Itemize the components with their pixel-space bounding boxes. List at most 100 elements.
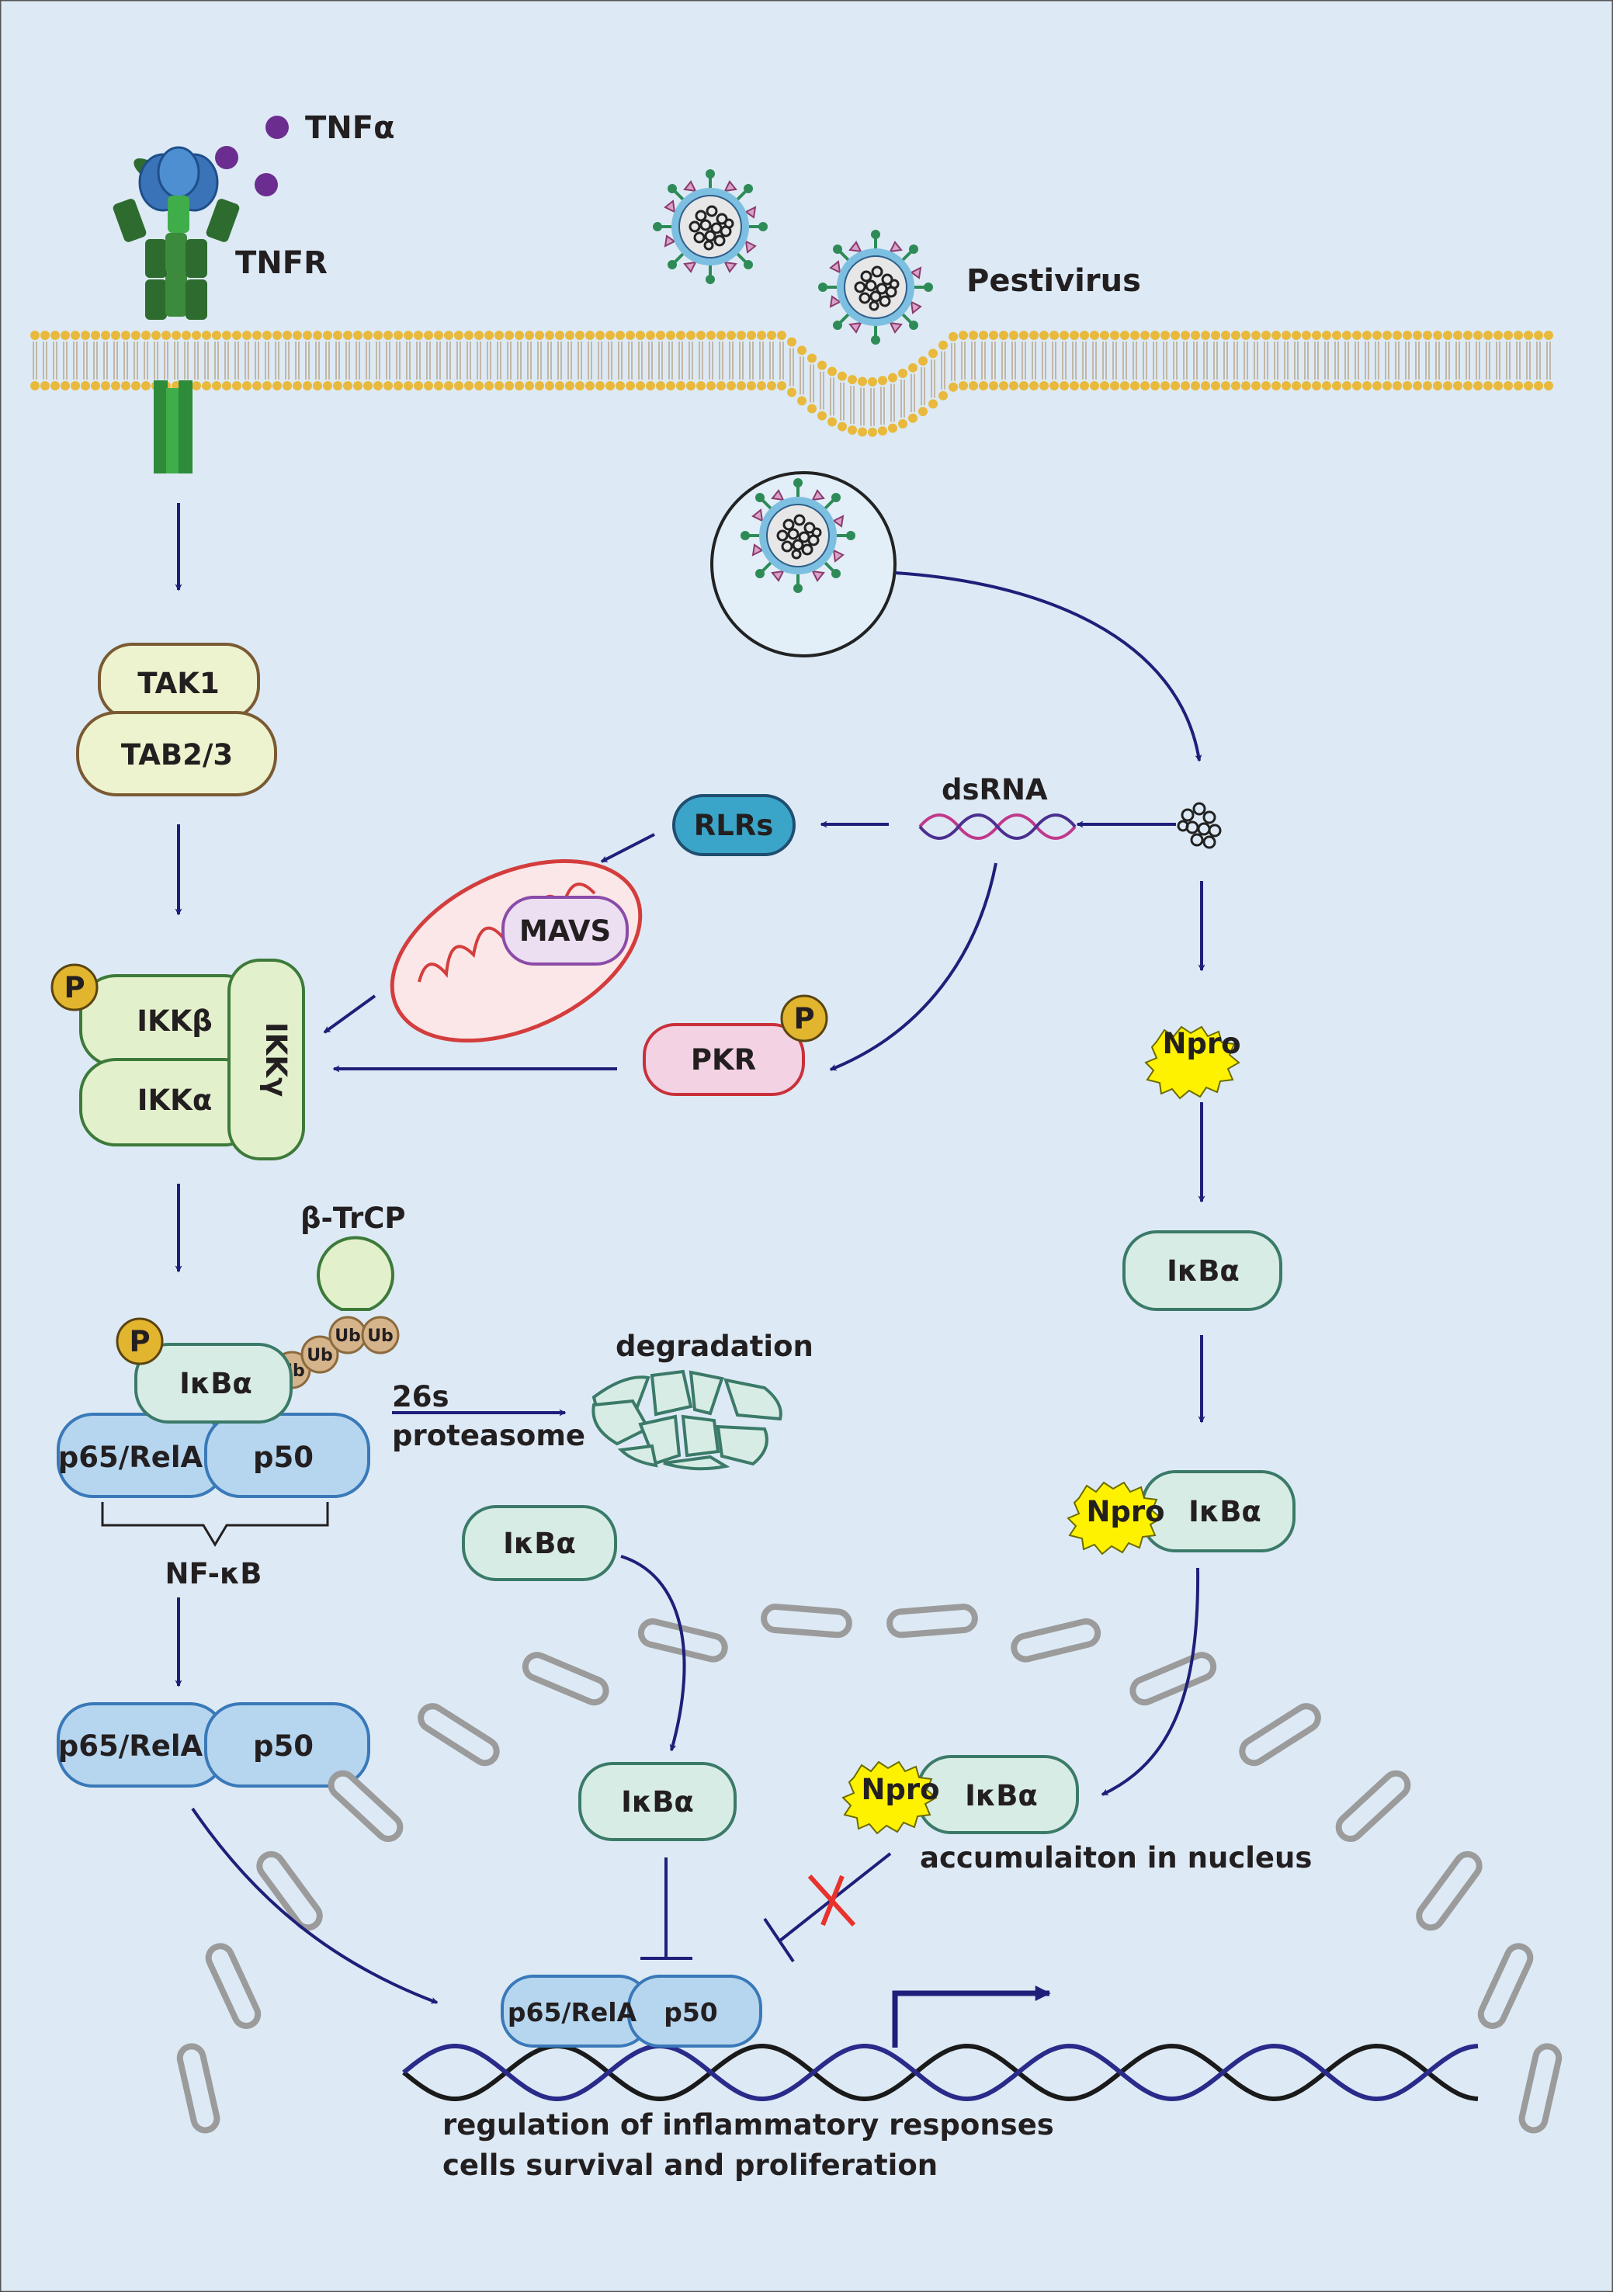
arrow-endosome-to-rna: [894, 571, 1202, 762]
lipid-head: [1271, 381, 1281, 390]
lipid-head: [61, 331, 70, 340]
lipid-head: [131, 331, 140, 340]
p50-label-3: p50: [664, 1997, 718, 2027]
lipid-head: [737, 331, 746, 340]
nfkb-label: NF-κB: [165, 1557, 262, 1590]
virion-icon: [651, 168, 769, 286]
lipid-head: [848, 375, 857, 385]
lipid-head: [1282, 331, 1291, 340]
lipid-head: [141, 381, 151, 390]
lipid-head: [706, 381, 716, 390]
lipid-head: [1090, 381, 1099, 390]
lipid-head: [40, 381, 50, 390]
proteasome-label-2: proteasome: [392, 1419, 585, 1452]
npro-icon-2: [1067, 1481, 1163, 1556]
lipid-head: [151, 331, 161, 340]
ikba-box-5: [578, 1762, 737, 1841]
lipid-head: [949, 331, 958, 342]
lipid-head: [1534, 381, 1543, 390]
lipid-head: [424, 381, 433, 390]
lipid-head: [333, 381, 342, 390]
lipid-head: [1433, 381, 1442, 390]
lipid-head: [363, 331, 373, 340]
lipid-head: [1039, 381, 1049, 390]
lipid-head: [807, 404, 817, 414]
lipid-head: [1514, 381, 1523, 390]
arrow-rlrs-to-mito: [600, 833, 655, 863]
lipid-head: [1211, 381, 1220, 390]
lipid-head: [827, 366, 837, 376]
lipid-head: [1372, 381, 1382, 390]
lipid-head: [605, 381, 615, 390]
lipid-head: [1544, 331, 1553, 340]
lipid-head: [1292, 331, 1301, 340]
lipid-head: [777, 381, 786, 390]
lipid-head: [807, 353, 817, 363]
lipid-head: [474, 381, 484, 390]
lipid-head: [1393, 381, 1402, 390]
nuclear-pore-segment: [176, 2043, 220, 2134]
lipid-head: [172, 331, 181, 340]
lipid-head: [303, 381, 312, 390]
lipid-head: [797, 345, 806, 355]
lipid-head: [1130, 331, 1140, 340]
pathway-arrows: [175, 503, 1205, 2004]
lipid-head: [1110, 381, 1119, 390]
lipid-head: [515, 381, 524, 390]
ubiquitin-chain-icon: [272, 1316, 400, 1389]
lipid-head: [1453, 381, 1462, 390]
lipid-head: [1060, 381, 1069, 390]
lipid-head: [545, 331, 554, 340]
lipid-head: [959, 381, 968, 390]
lipid-head: [575, 331, 584, 340]
lipid-head: [1060, 331, 1069, 340]
pkr-box: [643, 1023, 805, 1096]
ikba-label-3: IκBα: [1188, 1495, 1261, 1528]
lipid-head: [383, 331, 393, 340]
nuclear-pore-segment: [1518, 2043, 1563, 2134]
lipid-head: [646, 381, 655, 390]
lipid-head: [1090, 331, 1099, 340]
lipid-head: [474, 331, 484, 340]
lipid-head: [535, 381, 544, 390]
viral-rna-icon: [1177, 802, 1222, 849]
dsrna-label: dsRNA: [942, 773, 1048, 806]
ikba-phospho-icon: [116, 1317, 164, 1365]
lipid-head: [676, 381, 685, 390]
lipid-head: [676, 331, 685, 340]
lipid-head: [1312, 331, 1321, 340]
lipid-head: [1332, 331, 1341, 340]
lipid-head: [1453, 331, 1462, 340]
lipid-head: [999, 381, 1008, 390]
lipid-head: [444, 331, 453, 340]
lipid-head: [394, 381, 403, 390]
lipid-head: [434, 331, 443, 340]
lipid-head: [1140, 331, 1150, 340]
lipid-head: [404, 381, 413, 390]
lipid-head: [71, 381, 80, 390]
lipid-head: [454, 381, 463, 390]
ub-label-4: Ub: [367, 1327, 394, 1346]
lipid-head: [373, 381, 383, 390]
lipid-head: [1393, 331, 1402, 340]
lipid-head: [1201, 381, 1210, 390]
lipid-head: [979, 381, 988, 390]
lipid-head: [848, 425, 857, 435]
lipid-head: [989, 331, 998, 340]
lipid-head: [1544, 381, 1553, 390]
npro-label-3: Npro: [861, 1773, 939, 1806]
lipid-head: [232, 381, 241, 390]
lipid-head: [727, 381, 736, 390]
lipid-head: [1039, 331, 1049, 340]
lipid-head: [555, 381, 564, 390]
lipid-head: [696, 381, 706, 390]
rlrs-box: [672, 794, 796, 856]
lipid-head: [222, 381, 231, 390]
lipid-head: [1483, 381, 1493, 390]
lipid-head: [484, 331, 494, 340]
plasma-membrane: [30, 331, 1553, 437]
arrow-complex-to-nucleus: [1101, 1567, 1200, 1796]
lipid-head: [323, 331, 332, 340]
lipid-head: [666, 331, 675, 340]
lipid-head: [1181, 381, 1190, 390]
